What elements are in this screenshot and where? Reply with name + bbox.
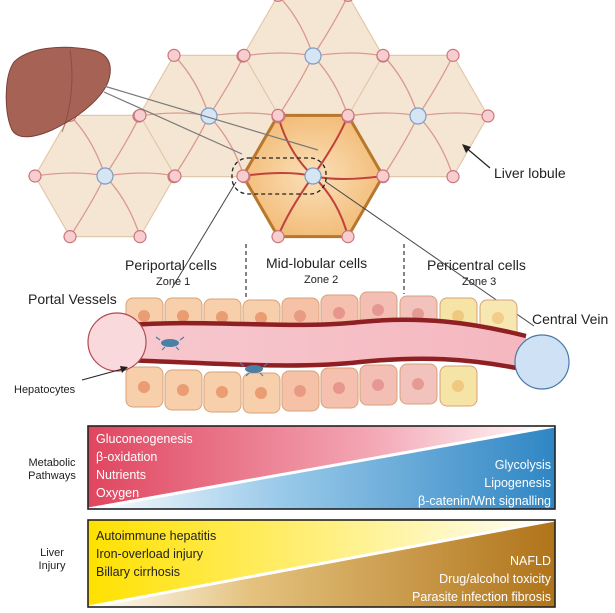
- portal-triad-node: [481, 109, 495, 123]
- liver-injury-label: Liver Injury: [22, 548, 82, 572]
- lobule-network: [28, 0, 495, 244]
- portal-triad-node: [446, 170, 460, 184]
- periportal-injury-list: Autoimmune hepatitis Iron-overload injur…: [96, 527, 216, 581]
- portal-triad-node: [271, 230, 285, 244]
- zone-3-title: Pericentral cells: [427, 257, 526, 273]
- liver-organ-icon: [5, 46, 111, 138]
- list-item: Oxygen: [96, 486, 140, 500]
- list-item: Nutrients: [96, 468, 147, 482]
- list-item: Autoimmune hepatitis: [96, 529, 217, 543]
- portal-triad-node: [236, 169, 250, 183]
- portal-triad-node: [273, 0, 283, 2]
- portal-triad-node: [28, 169, 42, 183]
- list-item: Iron-overload injury: [96, 547, 203, 561]
- zone-2-subtitle: Zone 2: [304, 274, 339, 286]
- portal-triad-node: [343, 0, 353, 2]
- list-item: Gluconeogenesis: [96, 432, 193, 446]
- sinusoidal-cell-icon: [239, 362, 269, 377]
- central-vein-label: Central Vein: [532, 311, 609, 327]
- central-vein-node: [304, 47, 322, 65]
- central-vein-node: [96, 167, 114, 185]
- central-vein-node: [409, 107, 427, 125]
- central-vein: [514, 334, 570, 390]
- injury-label-line2: Injury: [38, 560, 66, 572]
- periportal-metabolic-list: Gluconeogenesis β-oxidation Nutrients Ox…: [96, 430, 193, 502]
- portal-triad-node: [168, 169, 182, 183]
- portal-triad-node: [341, 230, 355, 244]
- injury-label-line1: Liver: [40, 547, 64, 559]
- zone-1-subtitle: Zone 1: [156, 276, 191, 288]
- list-item: Lipogenesis: [484, 476, 551, 490]
- portal-vessel: [87, 312, 147, 372]
- list-item: Parasite infection fibrosis: [412, 590, 551, 604]
- central-vein-node: [304, 167, 322, 185]
- sinusoidal-cell-icon: [155, 336, 185, 351]
- portal-triad-node: [167, 48, 181, 62]
- portal-triad-node: [376, 48, 390, 62]
- liver-lobule-label: Liver lobule: [494, 165, 566, 181]
- portal-triad-node: [271, 108, 285, 122]
- list-item: Glycolysis: [494, 458, 551, 472]
- injury-gradient-panel: [87, 518, 556, 609]
- central-vein-node: [200, 107, 218, 125]
- hepatocytes-label: Hepatocytes: [14, 384, 76, 396]
- portal-vessels-label: Portal Vessels: [28, 291, 117, 307]
- pericentral-metabolic-list: Glycolysis Lipogenesis β-catenin/Wnt sig…: [418, 456, 551, 510]
- list-item: β-catenin/Wnt signalling: [418, 494, 551, 508]
- portal-triad-node: [376, 169, 390, 183]
- pericentral-injury-list: NAFLD Drug/alcohol toxicity Parasite inf…: [412, 552, 551, 606]
- portal-triad-node: [63, 230, 77, 244]
- portal-triad-node: [341, 108, 355, 122]
- list-item: Drug/alcohol toxicity: [439, 572, 551, 586]
- portal-triad-node: [133, 230, 147, 244]
- portal-triad-node: [446, 48, 460, 62]
- metabolic-label-line1: Metabolic: [28, 457, 76, 469]
- metabolic-pathways-label: Metabolic Pathways: [22, 458, 82, 482]
- metabolic-gradient-panel: [87, 424, 556, 511]
- list-item: β-oxidation: [96, 450, 158, 464]
- zone-1-title: Periportal cells: [125, 257, 217, 273]
- list-item: NAFLD: [510, 554, 551, 568]
- metabolic-label-line2: Pathways: [28, 470, 76, 482]
- zoom-selection-box: [231, 157, 327, 195]
- portal-triad-node: [237, 48, 251, 62]
- zone-2-title: Mid-lobular cells: [266, 255, 368, 271]
- portal-triad-node: [133, 108, 147, 122]
- list-item: Billary cirrhosis: [96, 565, 181, 579]
- zone-3-subtitle: Zone 3: [462, 276, 497, 288]
